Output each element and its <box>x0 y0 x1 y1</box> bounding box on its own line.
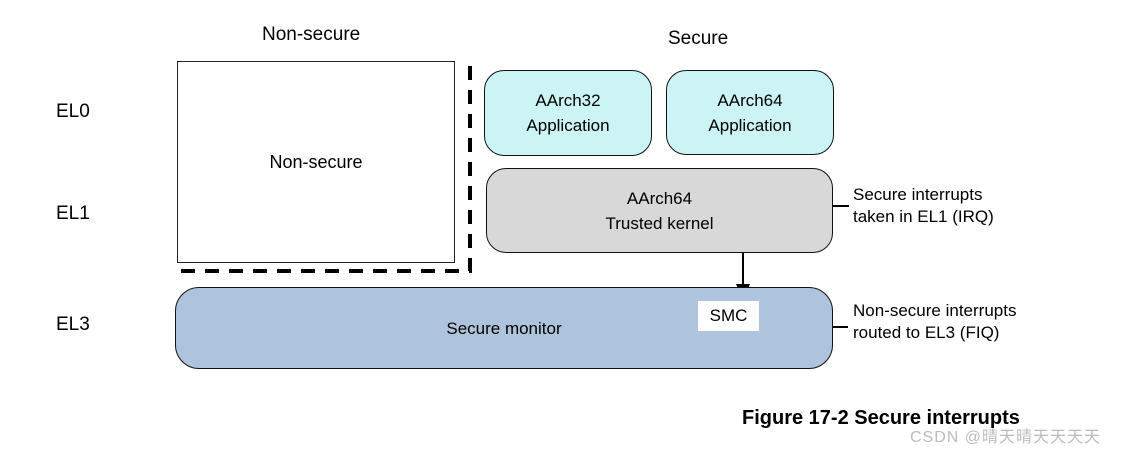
el0-label: EL0 <box>56 101 90 122</box>
aarch64-application-line2: Application <box>708 115 792 135</box>
csdn-watermark: CSDN @晴天晴天天天天 <box>910 429 1102 446</box>
irq-annotation-line2: taken in EL1 (IRQ) <box>853 207 994 226</box>
irq-annotation-line1: Secure interrupts <box>853 185 983 204</box>
non-secure-world-label: Non-secure <box>269 151 363 172</box>
trusted-kernel-line1: AArch64 <box>626 188 693 208</box>
aarch64-application-line1: AArch64 <box>717 90 783 110</box>
aarch32-application-box: AArch32 Application <box>484 70 652 156</box>
el3-label: EL3 <box>56 314 90 335</box>
fiq-annotation: Non-secure interrupts routed to EL3 (FIQ… <box>853 300 1016 344</box>
fiq-annotation-line1: Non-secure interrupts <box>853 301 1017 320</box>
non-secure-world-box: Non-secure <box>177 61 455 263</box>
figure-caption: Figure 17-2 Secure interrupts <box>742 407 1020 429</box>
non-secure-column-header: Non-secure <box>262 24 361 45</box>
fiq-annotation-line2: routed to EL3 (FIQ) <box>853 323 1000 342</box>
aarch32-application-line2: Application <box>526 116 610 135</box>
aarch32-application-line1: AArch32 <box>535 91 601 110</box>
smc-box: SMC <box>698 301 759 331</box>
aarch64-application-box: AArch64 Application <box>666 70 834 155</box>
secure-column-header: Secure <box>668 28 729 49</box>
el1-label: EL1 <box>56 203 90 224</box>
secure-monitor-label: Secure monitor <box>446 318 562 338</box>
trusted-kernel-box: AArch64 Trusted kernel <box>486 168 833 253</box>
trusted-kernel-line2: Trusted kernel <box>605 213 714 233</box>
smc-label: SMC <box>709 306 748 325</box>
irq-annotation: Secure interrupts taken in EL1 (IRQ) <box>853 184 994 228</box>
